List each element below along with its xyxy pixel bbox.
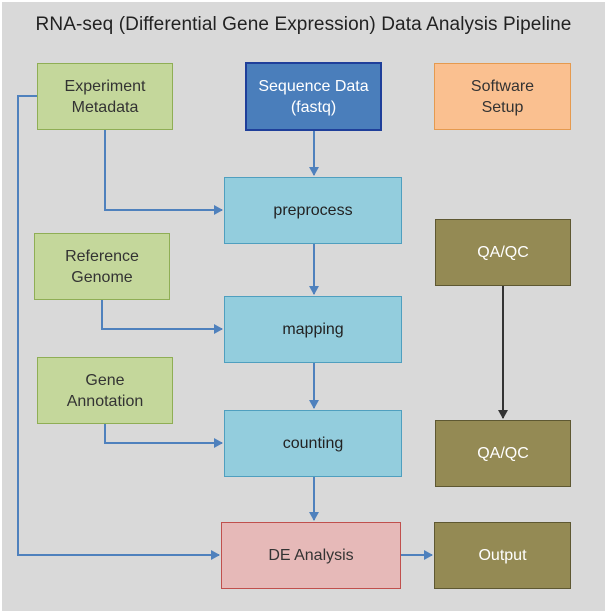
arrow-metadata-to-de [17,95,220,560]
reference-genome-box: Reference Genome [34,233,170,300]
counting-box: counting [224,410,402,477]
software-setup-box: Software Setup [434,63,571,130]
output-box: Output [434,522,571,589]
qaqc-bottom-box: QA/QC [435,420,571,487]
mapping-box: mapping [224,296,402,363]
sequence-data-box: Sequence Data (fastq) [245,62,382,131]
arrow-annotation-to-counting [104,424,223,448]
de-analysis-box: DE Analysis [221,522,401,589]
gene-annotation-box: Gene Annotation [37,357,173,424]
qaqc-top-box: QA/QC [435,219,571,286]
experiment-metadata-box: Experiment Metadata [37,63,173,130]
diagram-title: RNA-seq (Differential Gene Expression) D… [35,14,572,35]
arrow-metadata-to-preprocess [104,130,223,215]
preprocess-box: preprocess [224,177,402,244]
arrow-genome-to-mapping [101,300,223,334]
